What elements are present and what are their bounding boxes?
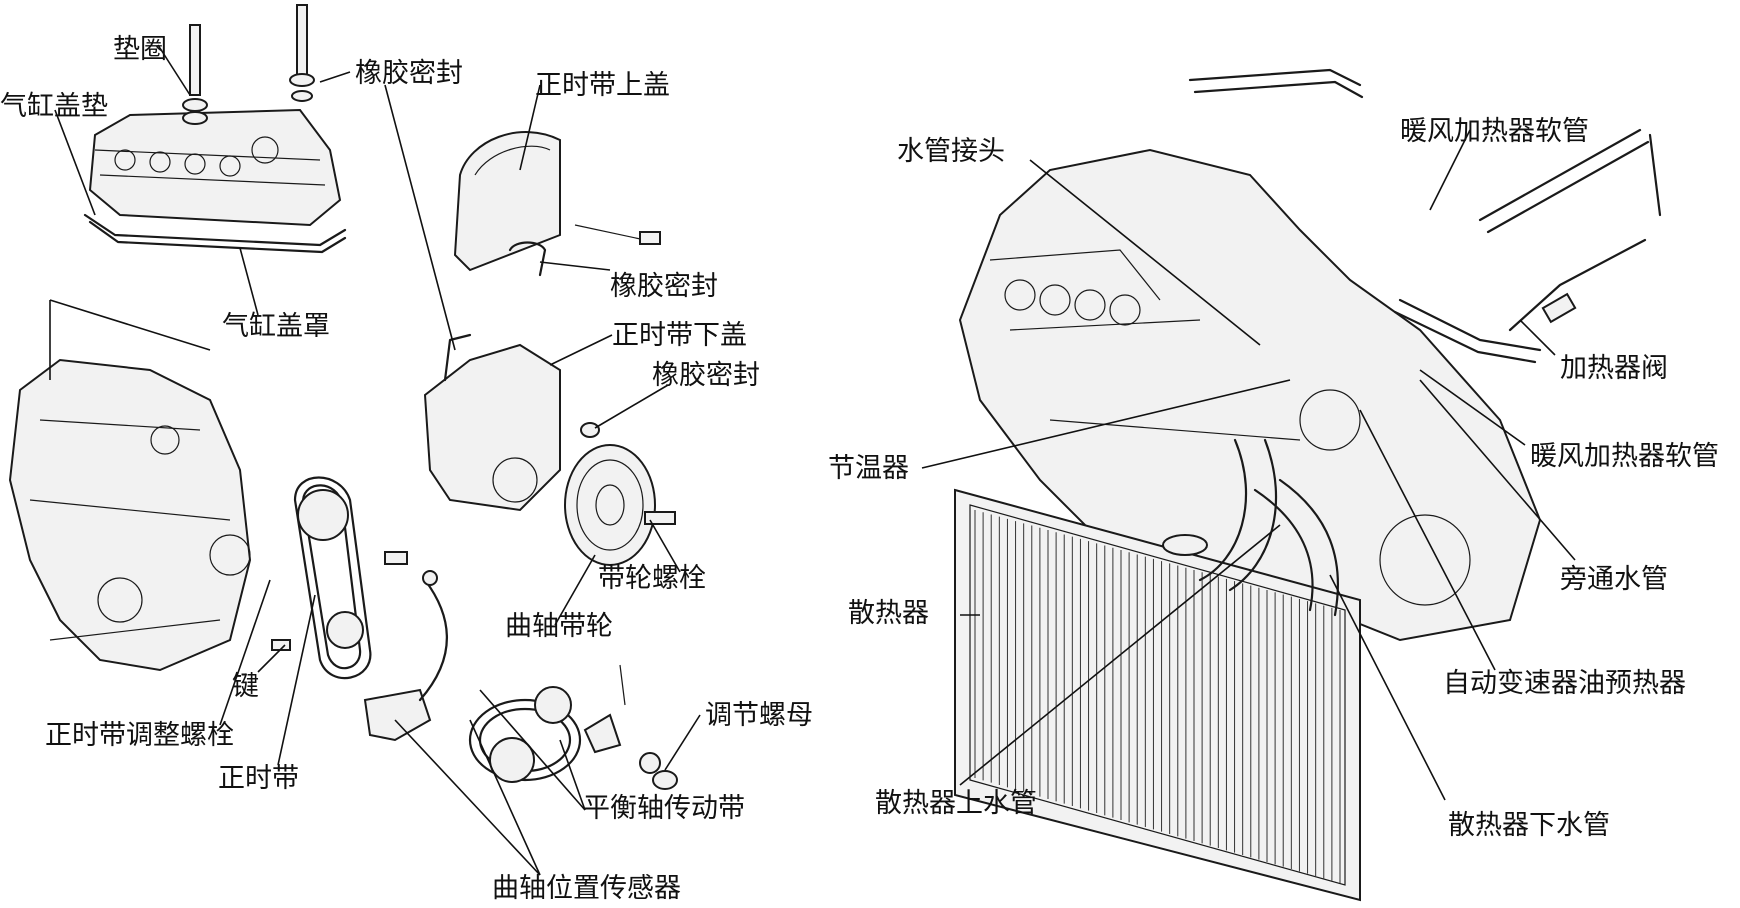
- cylinder-head-cover-drawing: [83, 108, 347, 254]
- label-pulley-bolt: 带轮螺栓: [598, 563, 706, 594]
- label-rubber-seal-top: 橡胶密封: [355, 58, 463, 89]
- label-crankshaft-position-sensor: 曲轴位置传感器: [492, 873, 681, 904]
- label-bypass-pipe: 旁通水管: [1560, 564, 1668, 595]
- engine-right-drawing: [958, 148, 1542, 642]
- label-timing-belt-upper-cover: 正时带上盖: [535, 70, 670, 101]
- label-atf-warmer: 自动变速器油预热器: [1443, 668, 1686, 699]
- label-timing-belt-lower-cover: 正时带下盖: [612, 320, 747, 351]
- left-leader-lines: [49, 44, 701, 876]
- label-rubber-seal-lower: 橡胶密封: [652, 360, 760, 391]
- balance-shaft-belt-drawing: [468, 686, 582, 783]
- label-radiator-lower-hose: 散热器下水管: [1448, 810, 1610, 841]
- hoses-drawing: [1188, 68, 1662, 364]
- label-radiator-upper-hose: 散热器上水管: [875, 788, 1037, 819]
- label-heater-valve: 加热器阀: [1560, 353, 1668, 384]
- label-washer: 垫圈: [113, 34, 167, 65]
- label-rubber-seal-mid: 橡胶密封: [610, 271, 718, 302]
- radiator-drawing: [954, 438, 1361, 902]
- label-heater-hose-top: 暖风加热器软管: [1400, 116, 1589, 147]
- label-timing-belt-adjusting-bolt: 正时带调整螺栓: [45, 720, 234, 751]
- adjusting-nut-drawing: [583, 664, 678, 790]
- label-water-pipe-joint: 水管接头: [897, 136, 1005, 167]
- label-radiator: 散热器: [848, 598, 929, 629]
- label-cylinder-head-cover: 气缸盖罩: [222, 311, 330, 342]
- crankshaft-pulley-drawing: [564, 444, 676, 566]
- label-heater-hose-bottom: 暖风加热器软管: [1530, 441, 1719, 472]
- label-adjusting-nut: 调节螺母: [705, 700, 813, 731]
- label-balance-shaft-belt: 平衡轴传动带: [583, 793, 745, 824]
- timing-belt-lower-cover-drawing: [423, 333, 600, 512]
- washer-bolts-drawing: [182, 4, 315, 125]
- right-leader-lines: [921, 129, 1576, 801]
- label-cylinder-head-gasket: 气缸盖垫: [0, 91, 108, 122]
- label-key: 键: [232, 671, 259, 702]
- timing-belt-drawing: [271, 476, 408, 680]
- engine-block-left-drawing: [8, 358, 252, 672]
- crankshaft-position-sensor-drawing: [363, 570, 448, 742]
- label-thermostat: 节温器: [828, 453, 909, 484]
- timing-belt-upper-cover-drawing: [453, 131, 661, 277]
- label-crankshaft-pulley: 曲轴带轮: [505, 611, 613, 642]
- label-timing-belt: 正时带: [218, 763, 299, 794]
